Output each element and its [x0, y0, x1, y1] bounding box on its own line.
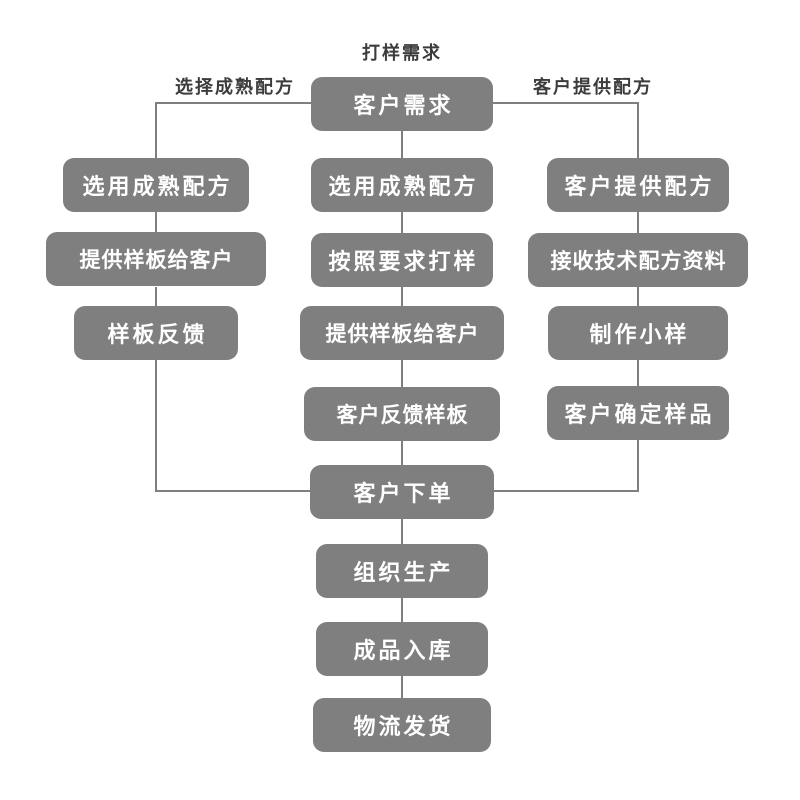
node-left-provide-sample-to-customer: 提供样板给客户 [46, 232, 266, 286]
node-right-make-small-sample: 制作小样 [548, 306, 728, 360]
connector-bottom-3 [401, 676, 403, 698]
node-left-sample-feedback: 样板反馈 [74, 306, 238, 360]
node-organize-production: 组织生产 [316, 544, 488, 598]
connector-middle-1 [401, 212, 403, 233]
node-customer-demand: 客户需求 [311, 77, 493, 131]
connector-bottom-1 [401, 519, 403, 544]
node-middle-sample-per-requirements: 按照要求打样 [311, 233, 493, 287]
node-right-customer-confirms-sample: 客户确定样品 [547, 386, 729, 440]
connector-middle-4 [401, 441, 403, 465]
node-middle-select-mature-formula: 选用成熟配方 [311, 158, 493, 212]
connector-right-2 [637, 287, 639, 306]
connector-middle-3 [401, 360, 403, 387]
connector-bottom-2 [401, 598, 403, 622]
connector-top-right-vertical [637, 102, 639, 158]
branch-label-right: 客户提供配方 [533, 77, 653, 97]
connector-top-left-vertical [155, 102, 157, 158]
branch-label-left: 选择成熟配方 [175, 77, 295, 97]
connector-middle-2 [401, 287, 403, 306]
flow-title-label: 打样需求 [362, 43, 442, 63]
node-middle-provide-sample-to-customer: 提供样板给客户 [300, 306, 504, 360]
node-right-receive-technical-formula-data: 接收技术配方资料 [528, 233, 748, 287]
connector-top-left-horizontal [155, 102, 312, 104]
connector-left-1 [155, 212, 157, 233]
connector-top-middle-vertical [401, 131, 403, 158]
node-left-select-mature-formula: 选用成熟配方 [63, 158, 249, 212]
connector-right-1 [637, 212, 639, 233]
node-logistics-shipping: 物流发货 [313, 698, 491, 752]
connector-top-right-horizontal [492, 102, 639, 104]
connector-left-2 [155, 287, 157, 306]
connector-right-3 [637, 360, 639, 386]
connector-left-merge-horizontal [155, 490, 310, 492]
connector-left-down-long [155, 360, 157, 492]
node-customer-places-order: 客户下单 [310, 465, 494, 519]
connector-right-merge-horizontal [494, 490, 639, 492]
connector-right-down-long [637, 440, 639, 492]
node-middle-customer-feedback-sample: 客户反馈样板 [304, 387, 500, 441]
node-finished-goods-warehousing: 成品入库 [316, 622, 488, 676]
node-right-customer-provides-formula: 客户提供配方 [547, 158, 729, 212]
